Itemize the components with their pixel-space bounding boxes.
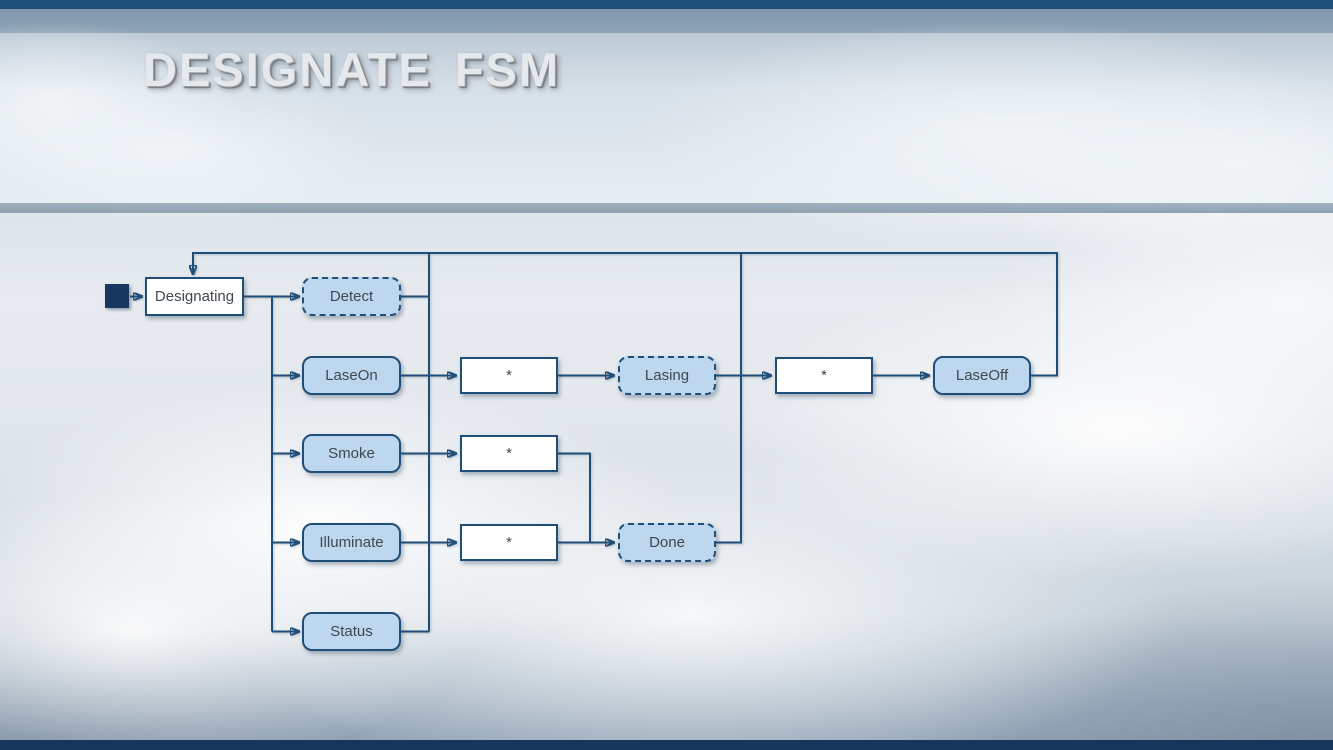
wildcard-state-smoke-row: *	[460, 435, 558, 472]
bottom-accent-bar	[0, 740, 1333, 750]
wildcard-label: *	[506, 534, 512, 551]
state-smoke-label: Smoke	[328, 445, 375, 462]
header-divider	[0, 203, 1333, 213]
edge-smoke-star-merge-to-done	[558, 452, 591, 543]
state-detect-label: Detect	[329, 288, 374, 305]
state-illuminate: Illuminate	[302, 523, 401, 562]
state-illuminate-label: Illuminate	[319, 534, 384, 551]
slide-title: DESIGNATE FSM	[143, 43, 560, 96]
state-lasing: Lasing	[618, 356, 716, 395]
top-accent-bar	[0, 0, 1333, 9]
wildcard-state-laseon-row: *	[460, 357, 558, 394]
wildcard-label: *	[821, 367, 827, 384]
wildcard-label: *	[506, 367, 512, 384]
state-laseon-label: LaseOn	[325, 367, 378, 384]
state-status-label: Status	[330, 623, 373, 640]
state-smoke: Smoke	[302, 434, 401, 473]
state-designating-label: Designating	[154, 288, 235, 305]
state-designating: Designating	[145, 277, 244, 316]
wildcard-state-lasing-row: *	[775, 357, 873, 394]
state-laseoff: LaseOff	[933, 356, 1031, 395]
state-done-label: Done	[649, 534, 685, 551]
header-band	[0, 33, 1333, 203]
state-status: Status	[302, 612, 401, 651]
edge-laseoff-return-to-designating	[193, 252, 1058, 377]
wildcard-label: *	[506, 445, 512, 462]
wildcard-state-illuminate-row: *	[460, 524, 558, 561]
state-done: Done	[618, 523, 716, 562]
state-detect: Detect	[302, 277, 401, 316]
edge-done-to-rail	[716, 253, 742, 544]
state-laseoff-label: LaseOff	[955, 367, 1009, 384]
state-laseon: LaseOn	[302, 356, 401, 395]
state-lasing-label: Lasing	[644, 367, 690, 384]
initial-state-marker	[105, 284, 129, 308]
